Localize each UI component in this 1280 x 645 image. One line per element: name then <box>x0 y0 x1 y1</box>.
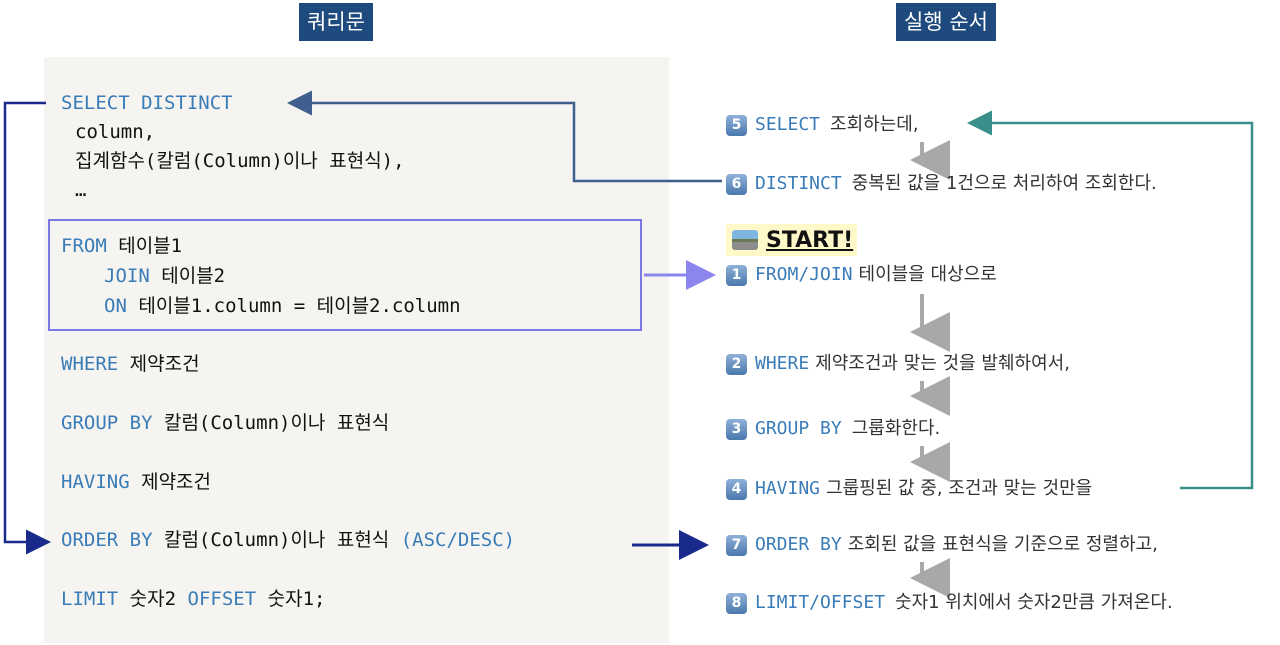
step-limit-offset: 8 LIMIT/OFFSET 숫자1 위치에서 숫자2만큼 가져온다. <box>726 590 1173 616</box>
having-keyword: HAVING <box>61 471 130 493</box>
number-badge-icon: 7 <box>726 534 747 556</box>
on-keyword: ON <box>104 295 127 317</box>
where-line: WHERE 제약조건 <box>61 352 200 376</box>
order-by-text: 칼럼(Column)이나 표현식 <box>163 529 390 551</box>
select-keyword: SELECT DISTINCT <box>61 92 233 114</box>
offset-value: 숫자1; <box>267 588 326 610</box>
join-keyword: JOIN <box>104 265 150 287</box>
number-badge-icon: 1 <box>726 264 747 286</box>
select-line: SELECT DISTINCT <box>61 91 233 115</box>
where-keyword: WHERE <box>61 353 119 375</box>
step-keyword: HAVING <box>755 478 821 499</box>
number-badge-icon: 4 <box>726 478 747 500</box>
execution-order-header: 실행 순서 <box>896 3 996 41</box>
step-keyword: WHERE <box>755 353 810 374</box>
group-by-text: 칼럼(Column)이나 표현식 <box>163 412 390 434</box>
having-line: HAVING 제약조건 <box>61 470 211 494</box>
from-keyword: FROM <box>61 235 107 257</box>
on-expression: 테이블1.column = 테이블2.column <box>138 295 461 317</box>
step-keyword: GROUP BY <box>755 418 842 439</box>
step-keyword: SELECT <box>755 114 821 135</box>
step-text: 그룹화한다. <box>851 418 941 439</box>
start-label: START! <box>766 227 854 253</box>
step-text: 조회된 값을 표현식을 기준으로 정렬하고, <box>847 534 1158 555</box>
where-text: 제약조건 <box>129 353 200 375</box>
step-keyword: LIMIT/OFFSET <box>755 592 886 613</box>
step-keyword: FROM/JOIN <box>755 264 853 285</box>
select-to-orderby-arrow <box>3 101 51 555</box>
number-badge-icon: 2 <box>726 353 747 375</box>
order-by-option: (ASC/DESC) <box>400 529 516 551</box>
from-table: 테이블1 <box>118 235 183 257</box>
select-column-line: column, <box>75 121 156 143</box>
step-keyword: ORDER BY <box>755 534 842 555</box>
join-line: JOIN 테이블2 <box>104 264 225 288</box>
step-distinct: 6 DISTINCT 중복된 값을 1건으로 처리하여 조회한다. <box>726 171 1157 197</box>
from-line: FROM 테이블1 <box>61 234 182 258</box>
railway-track-icon <box>732 230 758 250</box>
step-text: 조회하는데, <box>830 114 919 135</box>
number-badge-icon: 3 <box>726 418 747 440</box>
step-text: 그룹핑된 값 중, 조건과 맞는 것만을 <box>826 478 1093 499</box>
offset-keyword: OFFSET <box>187 588 257 610</box>
order-by-keyword: ORDER BY <box>61 529 153 551</box>
limit-value: 숫자2 <box>129 588 177 610</box>
on-line: ON 테이블1.column = 테이블2.column <box>104 294 461 318</box>
limit-keyword: LIMIT <box>61 588 119 610</box>
step-keyword: DISTINCT <box>755 173 842 194</box>
step-text: 숫자1 위치에서 숫자2만큼 가져온다. <box>895 592 1173 613</box>
step-text: 테이블을 대상으로 <box>858 264 997 285</box>
select-aggregate-line: 집계함수(칼럼(Column)이나 표현식), <box>75 150 405 172</box>
having-text: 제약조건 <box>141 471 212 493</box>
query-header: 쿼리문 <box>299 3 373 41</box>
step-text: 중복된 값을 1건으로 처리하여 조회한다. <box>851 173 1157 194</box>
number-badge-icon: 6 <box>726 173 747 195</box>
number-badge-icon: 5 <box>726 114 747 136</box>
from-join-box <box>48 219 642 331</box>
step-group-by: 3 GROUP BY 그룹화한다. <box>726 416 940 442</box>
join-table: 테이블2 <box>161 265 226 287</box>
group-by-line: GROUP BY 칼럼(Column)이나 표현식 <box>61 411 389 435</box>
query-code-panel <box>44 57 669 643</box>
step-select: 5 SELECT 조회하는데, <box>726 112 919 138</box>
order-by-line: ORDER BY 칼럼(Column)이나 표현식 (ASC/DESC) <box>61 528 515 552</box>
group-by-keyword: GROUP BY <box>61 412 153 434</box>
step-text: 제약조건과 맞는 것을 발췌하여서, <box>815 353 1070 374</box>
start-marker: START! <box>726 224 857 256</box>
limit-line: LIMIT 숫자2 OFFSET 숫자1; <box>61 587 325 611</box>
select-ellipsis-line: … <box>75 179 87 201</box>
number-badge-icon: 8 <box>726 592 747 614</box>
